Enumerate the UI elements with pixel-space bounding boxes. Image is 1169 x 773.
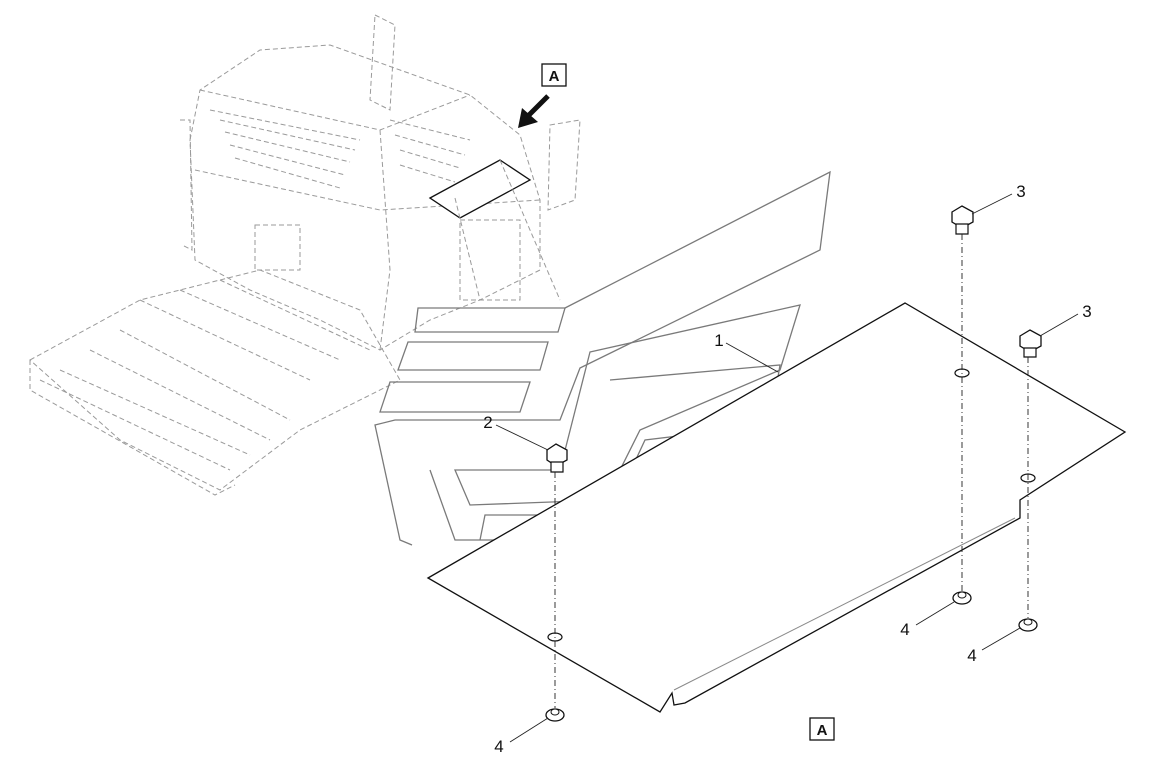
cover-plate: [426, 302, 1127, 713]
callout-4-front: 4: [494, 737, 503, 756]
nut-part-4-front: [545, 708, 565, 722]
bolt-part-3-right: [1019, 329, 1042, 358]
nut-part-4-right: [1018, 618, 1038, 632]
view-marker-top: A: [541, 63, 567, 87]
bolt-part-2: [546, 443, 568, 473]
leader-3b: [1039, 313, 1079, 337]
leader-2: [495, 424, 549, 451]
leader-4b: [915, 601, 955, 626]
callout-1: 1: [714, 331, 723, 350]
callout-4-middle: 4: [900, 620, 909, 639]
cover-location-on-machine: [428, 159, 532, 219]
leader-4a: [509, 717, 549, 743]
leader-1: [725, 342, 779, 373]
leader-4c: [981, 627, 1021, 651]
callout-3-right: 3: [1082, 302, 1091, 321]
view-marker-bottom: A: [809, 717, 835, 741]
bolt-part-3-left: [951, 205, 974, 235]
callout-2: 2: [483, 413, 492, 432]
leader-3a: [971, 193, 1013, 215]
cover-plate-flange: [673, 517, 1016, 691]
view-marker-bottom-label: A: [817, 722, 828, 739]
nut-part-4-middle: [952, 591, 972, 605]
callout-3-left: 3: [1016, 182, 1025, 201]
view-marker-top-label: A: [549, 68, 560, 85]
callout-4-right: 4: [967, 646, 976, 665]
baler-machine-ghost: [29, 14, 581, 496]
view-direction-arrow: [518, 94, 550, 128]
